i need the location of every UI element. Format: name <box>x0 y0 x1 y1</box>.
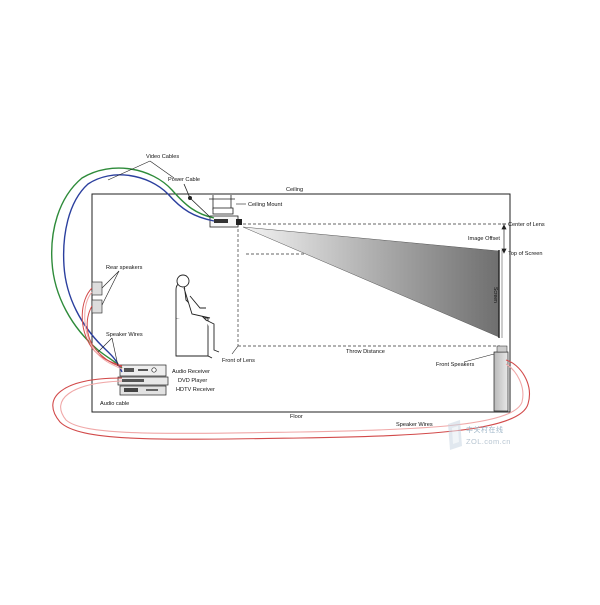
label-hdtv-receiver: HDTV Receiver <box>176 387 215 393</box>
zol-logo-icon <box>448 420 462 450</box>
watermark-logo-text: 中关村在线 <box>466 425 504 434</box>
video-cables <box>51 167 215 373</box>
label-front-speakers: Front Speakers <box>436 362 474 368</box>
label-video-cables: Video Cables <box>146 154 179 160</box>
label-center-of-lens: Center of Lens <box>508 222 545 228</box>
label-front-of-lens: Front of Lens <box>222 358 255 364</box>
projection-screen <box>498 250 503 338</box>
label-top-of-screen: Top of Screen <box>508 251 543 257</box>
label-speaker-wires-bottom: Speaker Wires <box>396 422 433 428</box>
rear-speaker-icon <box>91 281 103 314</box>
projector-icon <box>209 215 242 228</box>
label-speaker-wires-left: Speaker Wires <box>106 332 143 338</box>
labels: Video Cables Power Cable Ceiling Ceiling… <box>100 154 545 428</box>
front-speaker-icon <box>493 345 509 412</box>
front-speaker-wires <box>52 359 530 440</box>
label-audio-cable: Audio cable <box>100 401 129 407</box>
watermark-url: ZOL.com.cn <box>466 437 511 446</box>
label-floor: Floor <box>290 414 303 420</box>
seated-viewer-icon <box>175 274 220 359</box>
label-ceiling-mount: Ceiling Mount <box>248 202 283 208</box>
label-ceiling: Ceiling <box>286 187 303 193</box>
power-cable <box>183 183 211 218</box>
label-throw-distance: Throw Distance <box>346 349 385 355</box>
label-audio-receiver: Audio Receiver <box>172 369 210 375</box>
label-rear-speakers: Rear speakers <box>106 265 143 271</box>
label-screen: Screen <box>492 287 498 303</box>
leader-lines <box>97 160 506 367</box>
label-dvd-player: DVD Player <box>178 378 207 384</box>
label-image-offset: Image Offset <box>468 236 500 242</box>
image-offset-arrow <box>501 224 507 254</box>
label-power-cable: Power Cable <box>168 177 200 183</box>
equipment-stack-icon <box>117 364 169 396</box>
projection-beam <box>242 226 500 338</box>
ceiling-mount <box>209 195 235 215</box>
zol-watermark: 中关村在线 ZOL.com.cn <box>448 420 511 450</box>
